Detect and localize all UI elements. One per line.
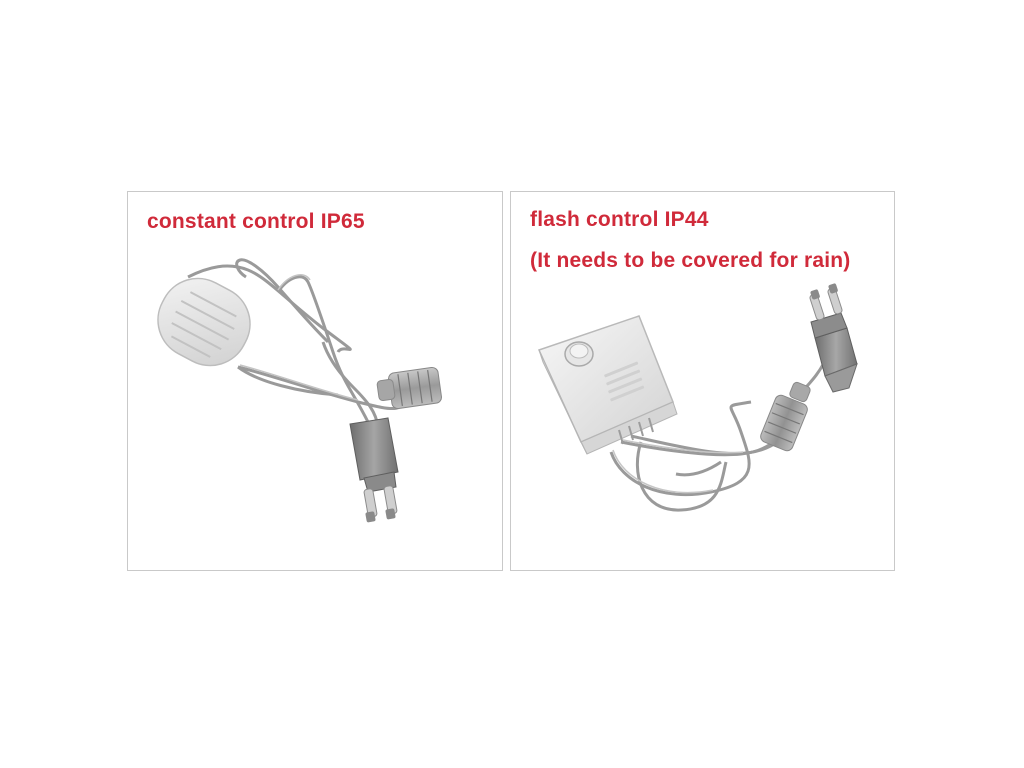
photo-flash-control-cable	[537, 283, 858, 512]
controller-capsule	[157, 277, 251, 367]
panel-flash-control: flash control IP44 (It needs to be cover…	[510, 191, 895, 571]
caption-rain-note: (It needs to be covered for rain)	[530, 249, 851, 272]
panel-constant-control: constant control IP65	[127, 191, 503, 571]
screw-connector	[376, 366, 442, 410]
photo-constant-control-cable	[157, 258, 442, 523]
caption-flash-control: flash control IP44	[530, 208, 709, 231]
controller-box	[537, 315, 678, 455]
eu-plug	[349, 417, 399, 523]
caption-constant-control: constant control IP65	[147, 210, 365, 233]
eu-plug	[809, 283, 858, 393]
screw-connector	[760, 381, 811, 452]
